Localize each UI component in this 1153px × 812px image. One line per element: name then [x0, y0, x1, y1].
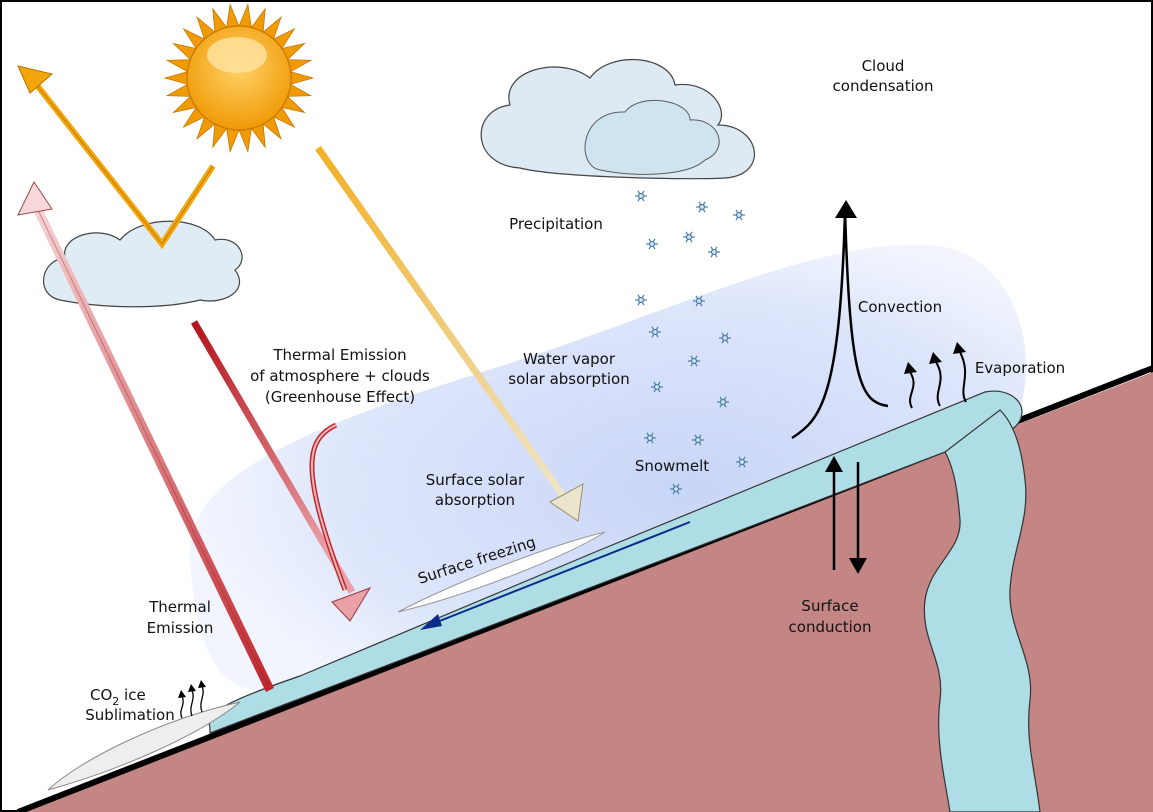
evaporation-arrows [904, 342, 967, 409]
snowflake-icon [670, 483, 682, 495]
snowflake-icon [693, 295, 705, 307]
atmosphere-haze [189, 244, 1026, 690]
snowflake-icon [688, 355, 700, 367]
label-cloud-condensation-1: Cloud [862, 57, 905, 75]
sun-icon [163, 3, 315, 153]
outgoing-thermal-arrow [17, 180, 275, 692]
cloud-icon [480, 59, 755, 180]
river [923, 409, 1041, 812]
label-water-vapor-2: solar absorption [508, 370, 629, 388]
reflected-sunlight-arrow [17, 65, 216, 250]
label-cloud-condensation-2: condensation [833, 77, 934, 95]
label-surface-conduction-1: Surface [801, 597, 858, 615]
sublimation-arrows [178, 680, 206, 719]
label-thermal-emission-atmosphere-3: (Greenhouse Effect) [265, 388, 415, 406]
precipitation-snowflakes [635, 190, 748, 495]
label-surface-solar-2: absorption [435, 491, 515, 509]
frozen-surface-patch [397, 531, 606, 613]
label-surface-conduction-2: conduction [789, 618, 872, 636]
greenhouse-thermal-arrow [190, 320, 372, 622]
snowflake-icon [717, 396, 729, 408]
surface-solar-arrow [315, 145, 584, 522]
co2-ice-deposit [47, 701, 241, 791]
label-precipitation: Precipitation [509, 215, 603, 233]
surface-conduction-arrows [825, 456, 867, 574]
label-convection: Convection [858, 298, 942, 316]
convection-arrow [791, 200, 889, 440]
label-co2-ice: CO2 ice [90, 686, 146, 708]
snowflake-icon [683, 231, 695, 243]
runoff-arrow [420, 521, 691, 630]
snowflake-icon [635, 190, 647, 202]
label-surface-solar-1: Surface solar [426, 471, 525, 489]
snowflake-icon [692, 434, 704, 446]
label-sublimation: Sublimation [85, 706, 174, 724]
snowflake-icon [733, 209, 745, 221]
snowflake-icon [646, 238, 658, 250]
snowflake-icon [644, 432, 656, 444]
snowflake-icon [651, 381, 663, 393]
cloud-icon [43, 220, 243, 308]
label-evaporation: Evaporation [975, 359, 1065, 377]
label-water-vapor-1: Water vapor [523, 350, 616, 368]
label-thermal-emission-2: Emission [147, 619, 214, 637]
snowflake-icon [708, 246, 720, 258]
label-thermal-emission-1: Thermal [148, 598, 211, 616]
label-thermal-emission-atmosphere-1: Thermal Emission [272, 346, 406, 364]
snowflake-icon [635, 294, 647, 306]
snowflake-icon [719, 332, 731, 344]
label-thermal-emission-atmosphere-2: of atmosphere + clouds [250, 367, 430, 385]
label-snowmelt: Snowmelt [635, 457, 709, 475]
snowflake-icon [649, 326, 661, 338]
snowflake-icon [736, 456, 748, 468]
snowflake-icon [696, 201, 708, 213]
